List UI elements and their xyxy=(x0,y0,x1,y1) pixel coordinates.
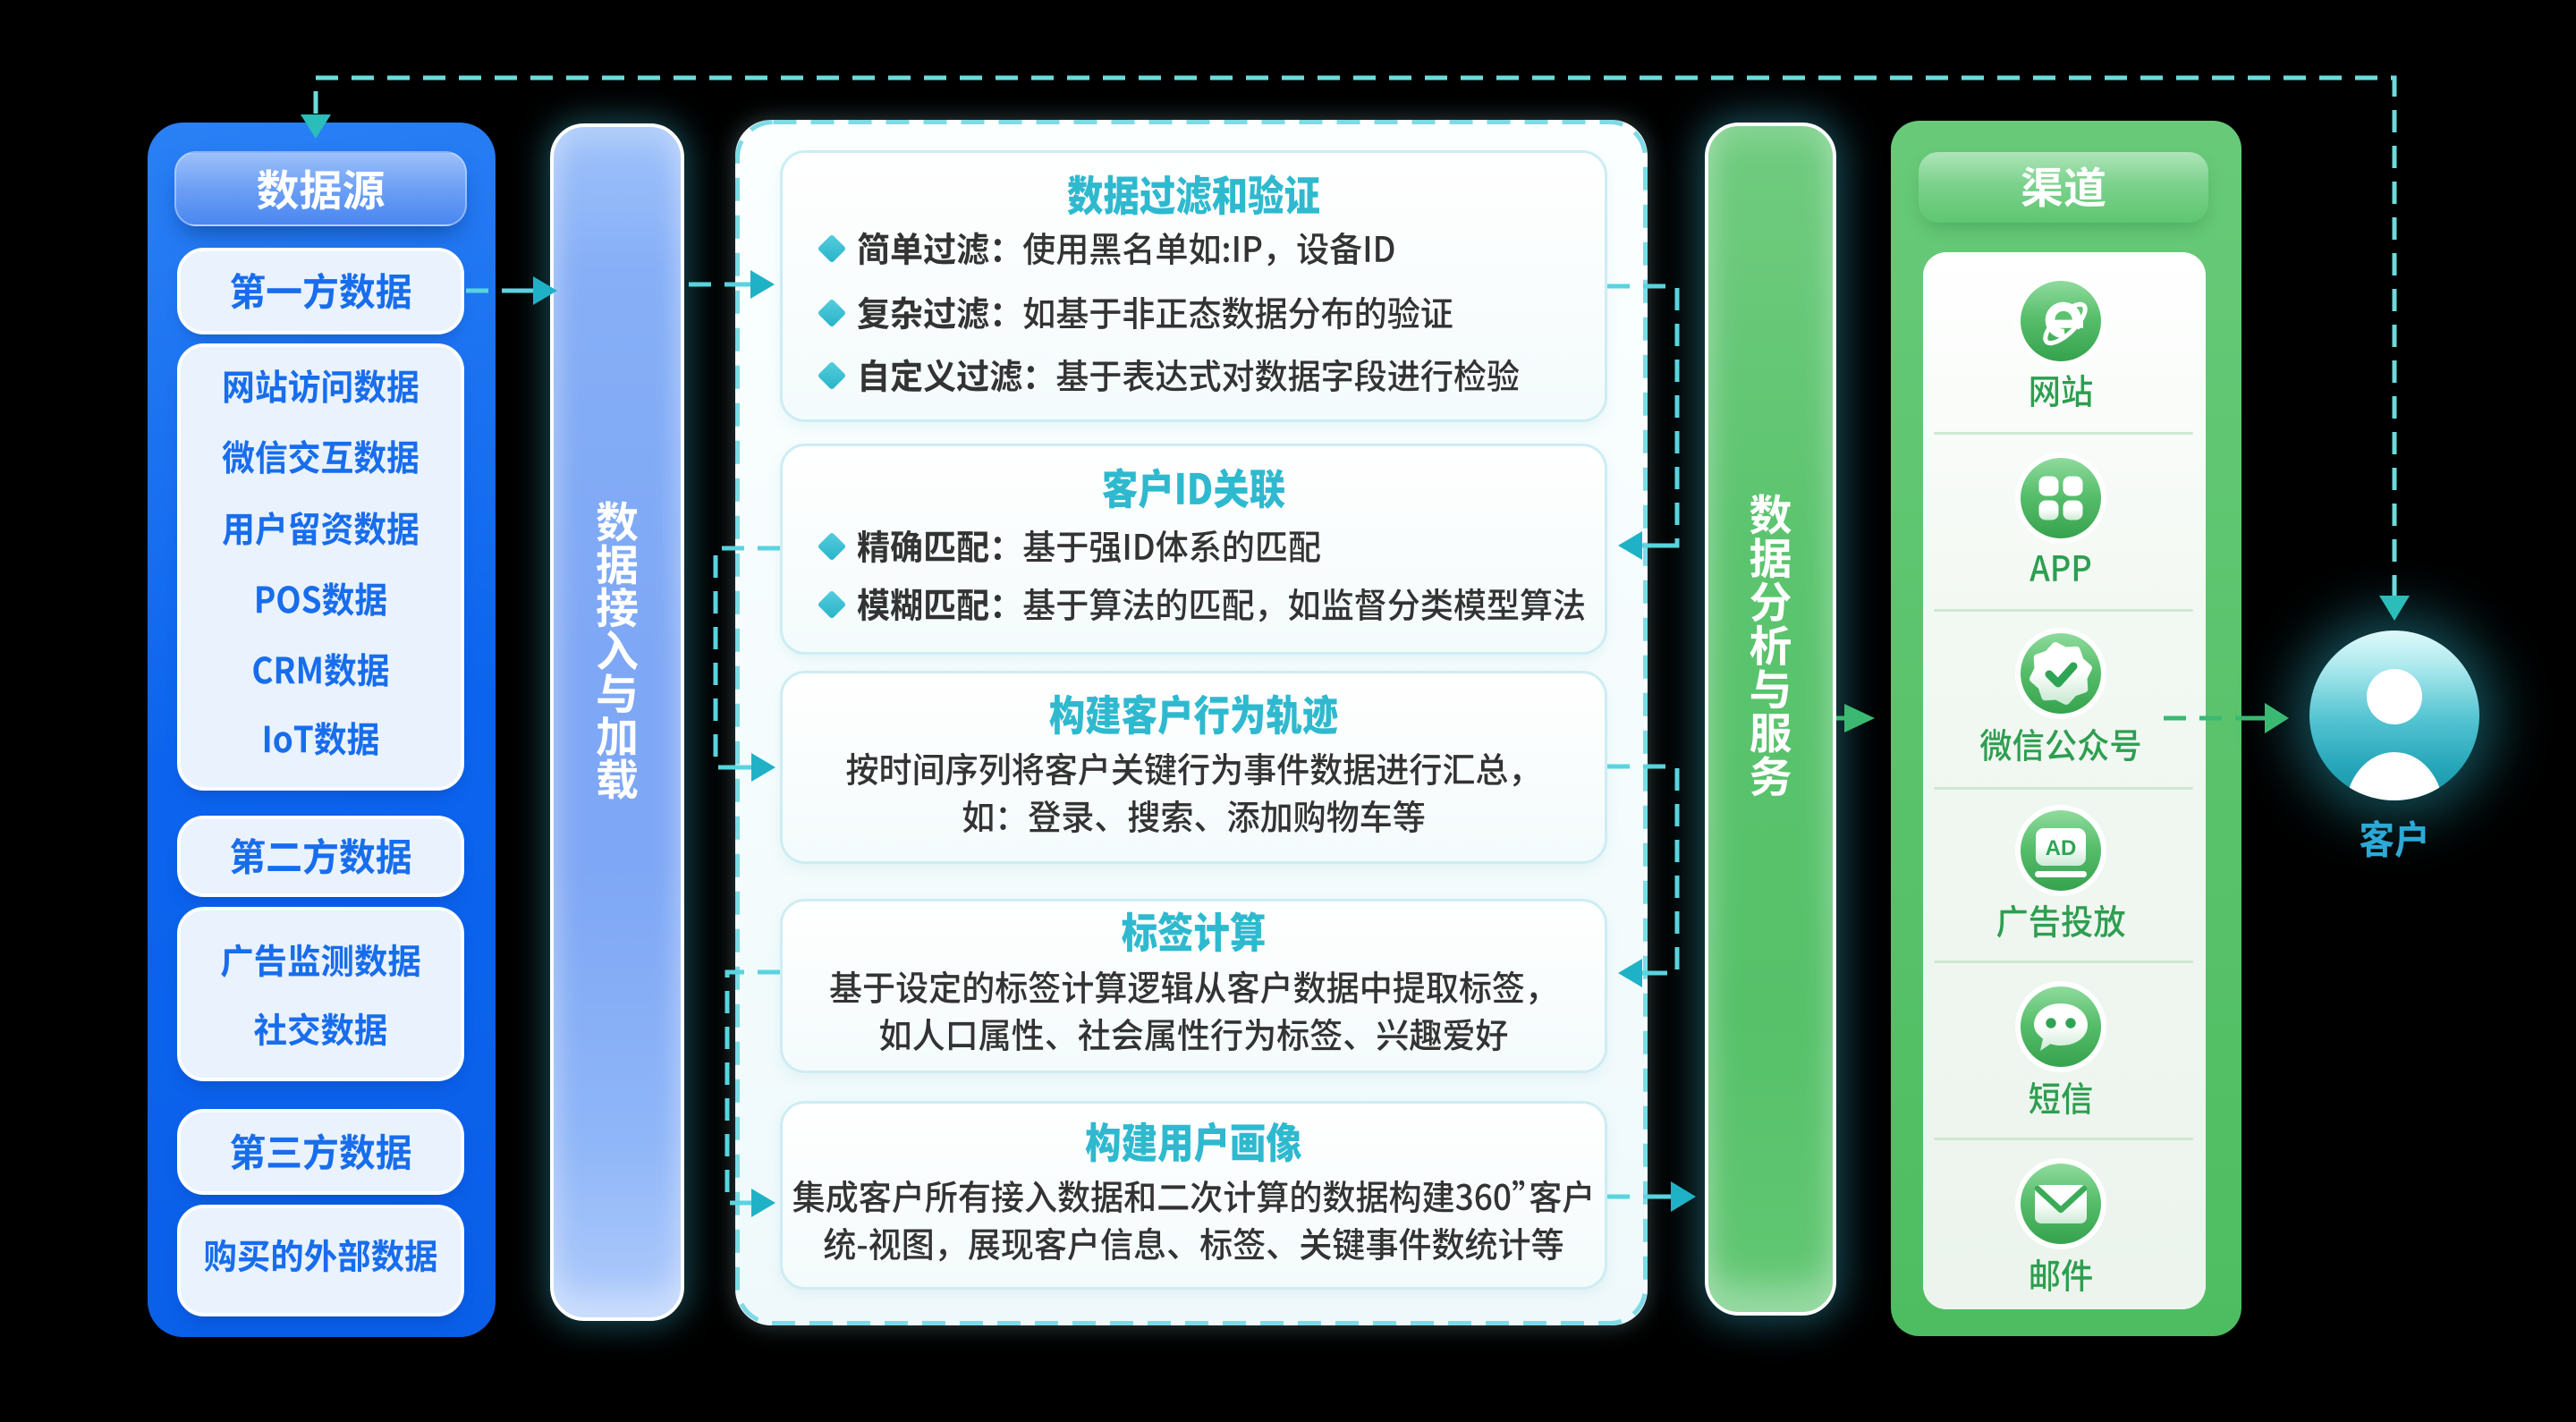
svg-text:AD: AD xyxy=(2046,836,2077,860)
